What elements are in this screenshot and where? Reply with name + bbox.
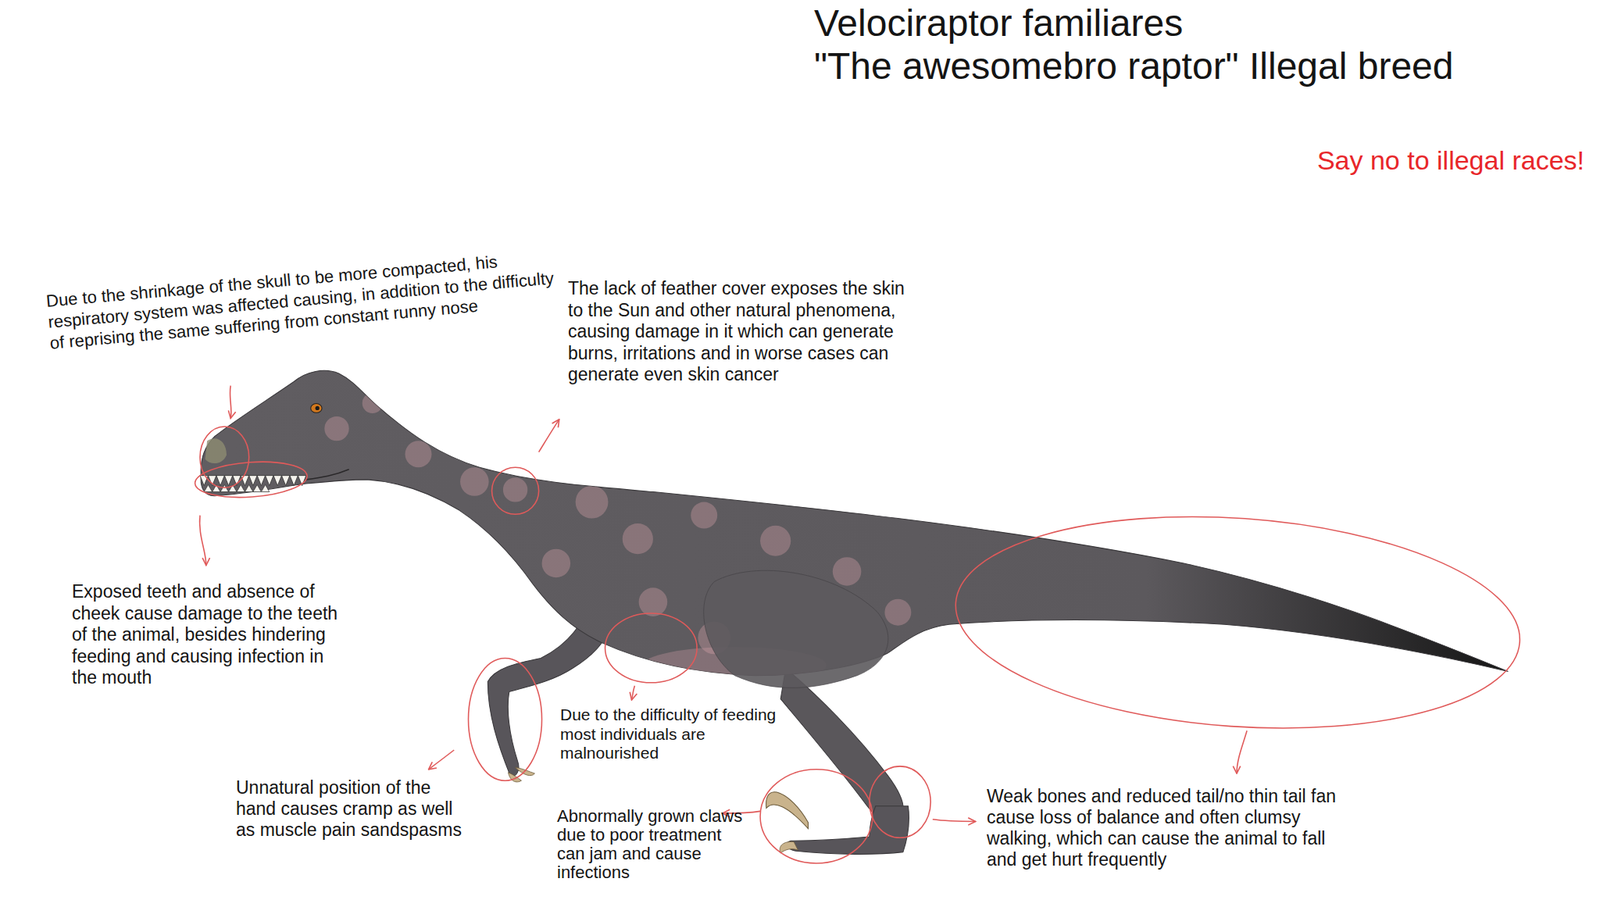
- annotation-text: Due to the difficulty of feeding most in…: [560, 705, 803, 764]
- annotation-text: The lack of feather cover exposes the sk…: [567, 278, 924, 386]
- eye: [310, 403, 322, 414]
- skin-spot: [575, 485, 609, 519]
- skin-spot: [622, 523, 654, 554]
- mark-circle: [193, 458, 308, 501]
- mark-circle: [948, 499, 1527, 747]
- label-slot: Say no to illegal races!: [1317, 145, 1585, 176]
- annotation-text: Weak bones and reduced tail/no thin tail…: [986, 785, 1339, 871]
- diagram-title: Velociraptor familiares: [814, 1, 1183, 45]
- thigh: [703, 570, 889, 688]
- label-slot: "The awesomebro raptor" Illegal breed: [814, 44, 1454, 88]
- leader-arrow: [631, 685, 635, 700]
- leader-arrow: [428, 750, 455, 770]
- label-slot: Due to the difficulty of feeding most in…: [560, 705, 803, 764]
- skin-spot: [690, 502, 718, 529]
- skin-spot: [362, 392, 383, 414]
- skin-spot: [503, 477, 528, 502]
- snout-patch: [205, 438, 227, 464]
- label-slot: Exposed teeth and absence of cheek cause…: [71, 581, 342, 690]
- lower-leg: [780, 668, 904, 825]
- skin-spot: [324, 416, 349, 441]
- skin-spot: [639, 587, 668, 617]
- label-slot: Abnormally grown claws due to poor treat…: [557, 807, 745, 883]
- upper-teeth: [200, 475, 307, 486]
- label-slot: The lack of feather cover exposes the sk…: [567, 278, 924, 386]
- diagram-subtitle: "The awesomebro raptor" Illegal breed: [814, 44, 1454, 88]
- toe-claw: [779, 841, 798, 854]
- annotation-text: Exposed teeth and absence of cheek cause…: [71, 581, 342, 690]
- mark-circle: [468, 657, 543, 781]
- skin-spot: [832, 557, 862, 586]
- eye-pupil: [315, 406, 320, 411]
- sickle-claw: [766, 792, 809, 829]
- mark-circle: [605, 613, 698, 683]
- lower-teeth: [203, 484, 270, 492]
- leader-arrow: [200, 515, 207, 566]
- leader-arrow: [229, 385, 232, 419]
- skin-spot: [405, 440, 433, 468]
- label-slot: Velociraptor familiares: [814, 1, 1183, 45]
- mark-circle: [200, 426, 250, 488]
- label-slot: Due to the shrinkage of the skull to be …: [45, 245, 565, 354]
- label-slot: Unnatural position of the hand causes cr…: [235, 777, 475, 841]
- annotation-text: Due to the shrinkage of the skull to be …: [45, 245, 565, 354]
- skin-spot: [884, 599, 911, 626]
- label-slot: Weak bones and reduced tail/no thin tail…: [986, 785, 1339, 871]
- mark-circle: [760, 769, 873, 864]
- skin-spot: [760, 525, 791, 557]
- mark-circle: [492, 467, 540, 515]
- skin-spot: [542, 549, 572, 579]
- leader-arrow: [932, 819, 976, 822]
- skin-spot: [460, 467, 490, 497]
- foot: [786, 806, 910, 855]
- mark-circle: [869, 766, 931, 838]
- leader-arrow: [1236, 730, 1247, 774]
- leader-arrow: [539, 419, 560, 453]
- mouth-line: [306, 469, 350, 480]
- annotation-text: Unnatural position of the hand causes cr…: [235, 777, 475, 841]
- warning-note: Say no to illegal races!: [1317, 145, 1585, 176]
- annotation-text: Abnormally grown claws due to poor treat…: [557, 807, 745, 883]
